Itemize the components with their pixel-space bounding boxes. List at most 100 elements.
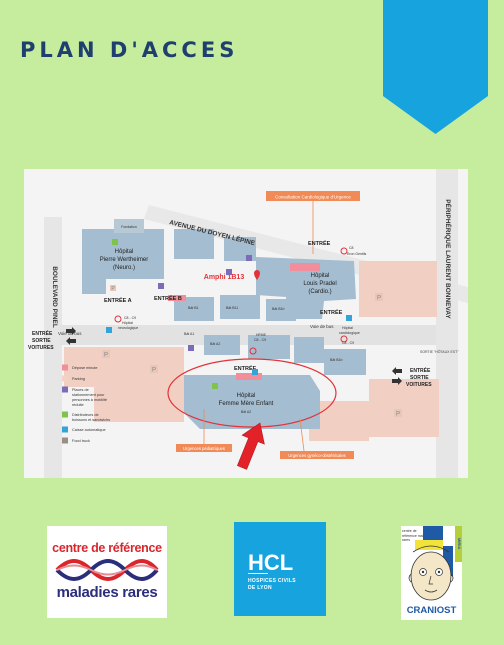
craniost-side-label: MIRIA <box>455 526 462 562</box>
legend-label: personnes à mobilité <box>72 398 107 402</box>
amphi-label: Amphi 1B13 <box>204 274 245 281</box>
vending-icon <box>112 239 118 245</box>
cardio-stop-2: cardiologique <box>339 331 360 335</box>
boulevard-label: BOULEVARD PINEL <box>51 266 58 328</box>
entry-a-label: ENTRÉE A <box>104 296 132 304</box>
parking-area-2 <box>369 379 439 437</box>
svg-text:P: P <box>104 353 108 359</box>
neuro-stop-1: C8 - C9 <box>124 316 136 320</box>
bat-label-6: Bât B1b <box>330 358 343 362</box>
car-arrow-left-out-icon <box>66 337 76 345</box>
bat-label-4: Bât A2 <box>210 342 220 346</box>
accessible-parking-icon <box>188 345 194 351</box>
parking-area-1 <box>94 347 184 422</box>
craniost-face-icon <box>408 526 454 601</box>
food-truck-icon <box>62 437 68 444</box>
hfme-bat-label: Bât A2 <box>241 410 251 414</box>
legend-item: Dépose minute <box>62 364 98 371</box>
entry-top-label: ENTRÉE <box>308 239 331 247</box>
hfme-stop-1: HFME <box>256 333 267 337</box>
payment-icon <box>62 426 68 433</box>
bat-label-5: Bât A1 <box>184 332 194 336</box>
entry-b-label: ENTRÉE B <box>154 294 182 302</box>
bus-stop-top-icon <box>340 247 348 255</box>
urgences-gyneco-label: Urgences gynéco-obstétricales <box>288 453 346 458</box>
crm-title: centre de référence <box>52 541 162 555</box>
legend-label: Dépose minute <box>72 366 98 370</box>
hfme-stop-2: C8 - C9 <box>254 338 266 342</box>
legend-label: stationnement pour <box>72 393 105 397</box>
hcl-subtitle: HOSPICES CIVILS DE LYON <box>248 578 296 592</box>
legend-item: Parking <box>62 375 85 382</box>
svg-text:P: P <box>152 368 156 374</box>
car-entry-left-3: VOITURES <box>28 345 54 351</box>
drop-off-icon <box>62 364 68 371</box>
bat-label-1: Bât B1 <box>188 306 199 310</box>
urgences-pediatriques-callout <box>176 444 232 452</box>
car-entry-left-2: SORTIE <box>32 338 51 344</box>
bat-label-3: Bât B1b <box>272 307 285 311</box>
car-arrow-left-in-icon <box>66 327 76 335</box>
entry-hfme-label: ENTRÉE <box>234 364 257 372</box>
parking-area-3 <box>359 261 437 317</box>
legend-item: Caisse automatique <box>62 426 106 433</box>
accessible-parking-icon <box>246 255 252 261</box>
svg-text:P: P <box>377 296 381 302</box>
wertheimer-label-2: Pierre Wertheimer <box>100 257 149 263</box>
bus-stop-hfme-icon <box>249 347 257 355</box>
neuro-stop-2: Hôpital <box>122 321 133 325</box>
vending-icon <box>62 411 68 418</box>
entry-right-label: ENTRÉE <box>320 308 343 316</box>
bus-stop-neuro-icon <box>114 315 122 323</box>
bus-stop-cardio-icon <box>340 335 348 343</box>
legend-label: Caisse automatique <box>72 428 106 432</box>
hfme-label-1: Hôpital <box>237 393 256 399</box>
legend-label: Parking <box>72 377 85 381</box>
payment-icon <box>346 315 352 321</box>
page-title: PLAN D'ACCES <box>20 38 239 62</box>
parking-icon: P <box>394 409 402 418</box>
hfme-highlight-ellipse <box>167 358 337 428</box>
hcl-divider <box>248 573 268 574</box>
car-entry-right-3: VOITURES <box>406 382 432 388</box>
hfme-label-2: Femme Mère Enfant <box>219 401 274 407</box>
logo-hcl: HCL HOSPICES CIVILS DE LYON <box>234 522 326 616</box>
fondation-label: Fondation <box>121 225 137 229</box>
wertheimer-label-1: Hôpital <box>115 249 134 255</box>
wertheimer-label-3: (Neuro.) <box>113 265 135 271</box>
hcl-sub-1: HOSPICES CIVILS <box>248 578 296 584</box>
legend-label: Places de <box>72 388 89 392</box>
svg-text:P: P <box>396 412 400 418</box>
bookmark-ribbon <box>383 0 488 134</box>
bus-lane-left-label: Voie de bus <box>58 331 82 336</box>
craniost-small-text: centre de référence maladies rares <box>402 529 432 542</box>
accessible-parking-icon <box>62 386 68 393</box>
accessible-parking-icon <box>226 269 232 275</box>
boulevard-road <box>44 217 62 478</box>
urgences-pediatriques-label: Urgences pédiatriques <box>183 446 225 451</box>
hcl-main-text: HCL <box>248 550 294 575</box>
logo-craniost: centre de référence maladies rares MIRIA… <box>401 526 462 620</box>
bat-label-2: Bât B11 <box>226 306 238 310</box>
exit-hotaux-label: SORTIE "HÔTAUX EST" <box>420 349 459 354</box>
legend-label: réduite <box>72 403 84 407</box>
building-wertheimer <box>82 229 164 294</box>
pradel-label-1: Hôpital <box>311 273 330 279</box>
site-map[interactable]: AVENUE DU DOYEN LÉPINE BOULEVARD PINEL P… <box>24 169 468 478</box>
parking-icon: P <box>102 350 110 359</box>
accessible-parking-icon <box>158 283 164 289</box>
crm-wave-icon <box>55 559 159 581</box>
parking-icon: P <box>375 293 383 302</box>
vending-icon <box>212 383 218 389</box>
legend-label: Food truck <box>72 439 90 443</box>
hcl-sub-2: DE LYON <box>248 585 272 591</box>
car-arrow-right-out-icon <box>392 377 402 385</box>
peripherique-label: PÉRIPHÉRIQUE LAURENT BONNEVAY <box>444 199 453 319</box>
craniost-name: CRANIOST <box>406 605 457 616</box>
cardio-stop-3: C8 - C9 <box>342 341 354 345</box>
car-entry-left-1: ENTRÉE <box>32 329 53 337</box>
cardio-stop-1: Hôpital <box>342 326 353 330</box>
